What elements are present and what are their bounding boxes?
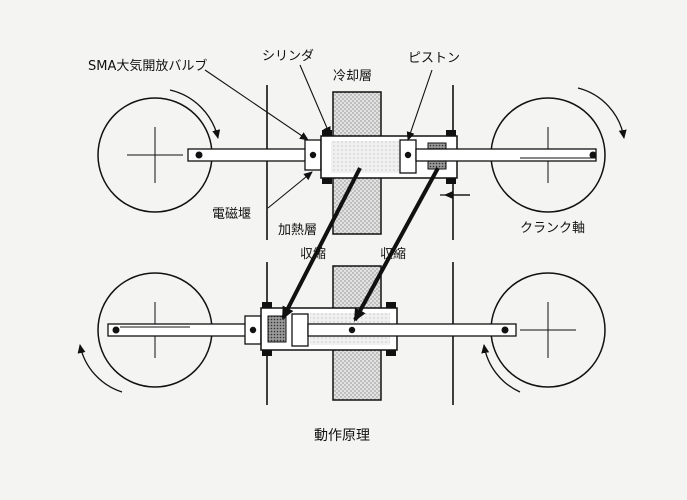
top-assembly — [97, 85, 627, 240]
label-cylinder: シリンダ — [262, 49, 314, 64]
bottom-left-pin — [112, 326, 120, 334]
bottom-rod-pin-mid — [348, 326, 356, 334]
bottom-electromagnetic-dam-block — [267, 315, 287, 343]
top-valve-pin — [309, 151, 317, 159]
leader-sma-valve — [204, 69, 309, 141]
top-right-pin — [589, 151, 597, 159]
bottom-assembly — [77, 262, 606, 405]
top-left-connecting-rod — [187, 148, 307, 162]
label-contraction-1: 収縮 — [300, 246, 326, 262]
top-left-pin — [195, 151, 203, 159]
bottom-left-connecting-rod — [107, 323, 269, 337]
label-cooling-layer: 冷却層 — [333, 69, 372, 84]
label-crank-shaft: クランク軸 — [520, 221, 585, 236]
top-cylinder-gas — [331, 141, 399, 173]
label-sma-valve: SMA大気開放バルブ — [88, 58, 207, 74]
figure-caption: 動作原理 — [314, 428, 370, 444]
top-lug-4 — [446, 178, 456, 184]
contraction-arrow-right — [353, 167, 440, 322]
bottom-piston — [291, 313, 309, 347]
bottom-lug-4 — [386, 350, 396, 356]
bottom-lug-3 — [386, 302, 396, 308]
label-electromagnetic-dam: 電磁堰 — [212, 207, 251, 222]
label-heating-layer: 加熱層 — [278, 223, 317, 238]
top-left-rotation-arrow — [169, 89, 221, 139]
top-lug-1 — [322, 130, 332, 136]
top-lug-3 — [446, 130, 456, 136]
top-right-connecting-rod — [415, 148, 597, 162]
bottom-right-connecting-rod — [307, 323, 517, 337]
bottom-right-pin — [501, 326, 509, 334]
top-lug-2 — [322, 178, 332, 184]
leader-cylinder — [299, 64, 331, 136]
bottom-lug-1 — [262, 302, 272, 308]
top-right-rotation-arrow — [577, 87, 627, 139]
bottom-lug-2 — [262, 350, 272, 356]
leader-electromagnetic-dam — [267, 171, 313, 209]
label-piston: ピストン — [408, 51, 460, 66]
bottom-left-rotation-arrow — [77, 344, 123, 393]
contraction-arrow-left — [281, 167, 362, 320]
bottom-valve-pin — [249, 326, 257, 334]
top-piston-pin — [404, 151, 412, 159]
label-contraction-2: 収縮 — [380, 246, 406, 262]
leader-piston — [406, 69, 433, 141]
bottom-right-rotation-arrow — [481, 344, 521, 393]
